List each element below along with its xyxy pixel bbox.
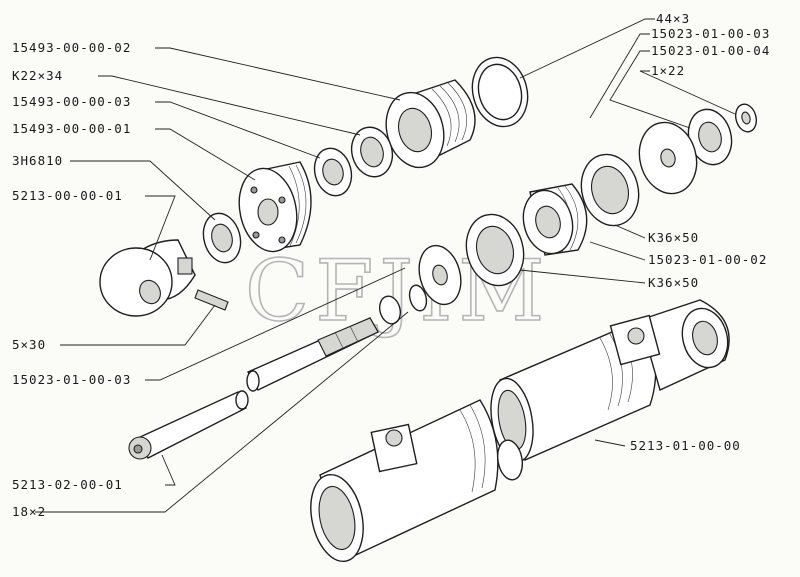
piston-15023-01-00-02 — [522, 183, 588, 256]
label-15493-00-00-03: 15493-00-00-03 — [12, 94, 131, 109]
flat-washer — [418, 244, 462, 306]
label-K22x34: K22×34 — [12, 68, 63, 83]
rod-upper-segment — [246, 317, 379, 392]
label-44x3: 44×3 — [656, 11, 690, 26]
label-15023-01-00-03-top: 15023-01-00-03 — [651, 26, 770, 41]
bearing-3H6810 — [202, 212, 242, 264]
label-15493-00-00-01: 15493-00-00-01 — [12, 121, 131, 136]
cylinder-barrel-5213-01-00-00 — [490, 299, 730, 463]
cover-15493-00-00-01 — [238, 161, 312, 253]
wiper-K22x34 — [350, 126, 394, 178]
label-5213-00-00-01: 5213-00-00-01 — [12, 188, 123, 203]
leader-lines — [35, 18, 736, 513]
label-18x2: 18×2 — [12, 504, 46, 519]
washer-15023-01-00-03 — [638, 121, 698, 195]
label-1x22: 1×22 — [651, 63, 685, 78]
gland-nut-15493-00-00-02 — [385, 79, 476, 169]
label-15023-01-00-02: 15023-01-00-02 — [648, 252, 767, 267]
o-ring-44x3 — [471, 56, 529, 128]
seal-K36x50-upper — [580, 153, 640, 227]
retaining-ring-1x22 — [734, 103, 758, 133]
part-labels: 44×3 15023-01-00-03 15023-01-00-04 1×22 … — [12, 11, 770, 519]
clevis-5213-00-00-01 — [99, 239, 196, 317]
label-3H6810: 3H6810 — [12, 153, 63, 168]
cylinder-body-section — [310, 399, 524, 563]
pin-5x30 — [194, 289, 229, 311]
label-15023-01-00-03-left: 15023-01-00-03 — [12, 372, 131, 387]
seal-K36x50-lower — [465, 213, 525, 287]
label-K36x50-b: K36×50 — [648, 275, 699, 290]
label-K36x50-a: K36×50 — [648, 230, 699, 245]
o-ring-18x2 — [378, 284, 428, 325]
ring-15023-01-00-04 — [687, 108, 733, 166]
label-5x30: 5×30 — [12, 337, 46, 352]
label-15023-01-00-04: 15023-01-00-04 — [651, 43, 770, 58]
rod-5213-02-00-01 — [128, 390, 249, 460]
label-15493-00-00-02: 15493-00-00-02 — [12, 40, 131, 55]
label-5213-01-00-00: 5213-01-00-00 — [630, 438, 741, 453]
ring-15493-00-00-03 — [313, 147, 353, 197]
label-5213-02-00-01: 5213-02-00-01 — [12, 477, 123, 492]
